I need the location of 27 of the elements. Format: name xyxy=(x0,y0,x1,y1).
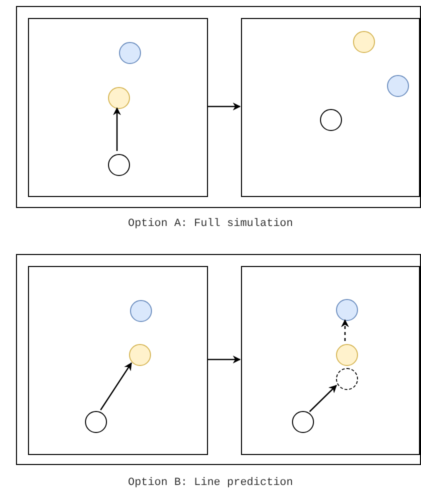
arrow xyxy=(207,102,241,110)
frame-box xyxy=(16,6,421,208)
circle-marker xyxy=(336,344,358,366)
circle-marker xyxy=(320,109,342,131)
arrow xyxy=(309,384,337,412)
frame-box xyxy=(16,254,421,465)
caption: Option A: Full simulation xyxy=(126,218,294,230)
circle-marker xyxy=(129,344,151,366)
circle-marker xyxy=(108,87,130,109)
arrow xyxy=(207,356,241,364)
circle-marker xyxy=(387,75,409,97)
arrow xyxy=(341,319,349,341)
circle-marker xyxy=(336,299,358,321)
circle-marker xyxy=(130,300,152,322)
arrow xyxy=(113,107,121,151)
caption: Option B: Line prediction xyxy=(126,477,294,489)
circle-marker xyxy=(85,411,107,433)
dashed-circle xyxy=(336,368,358,390)
circle-marker xyxy=(353,31,375,53)
circle-marker xyxy=(292,411,314,433)
circle-marker xyxy=(119,42,141,64)
panel-box xyxy=(28,266,208,455)
arrow xyxy=(100,362,132,410)
circle-marker xyxy=(108,154,130,176)
panel-box xyxy=(28,18,208,197)
panel-box xyxy=(241,18,420,197)
panel-box xyxy=(241,266,420,455)
